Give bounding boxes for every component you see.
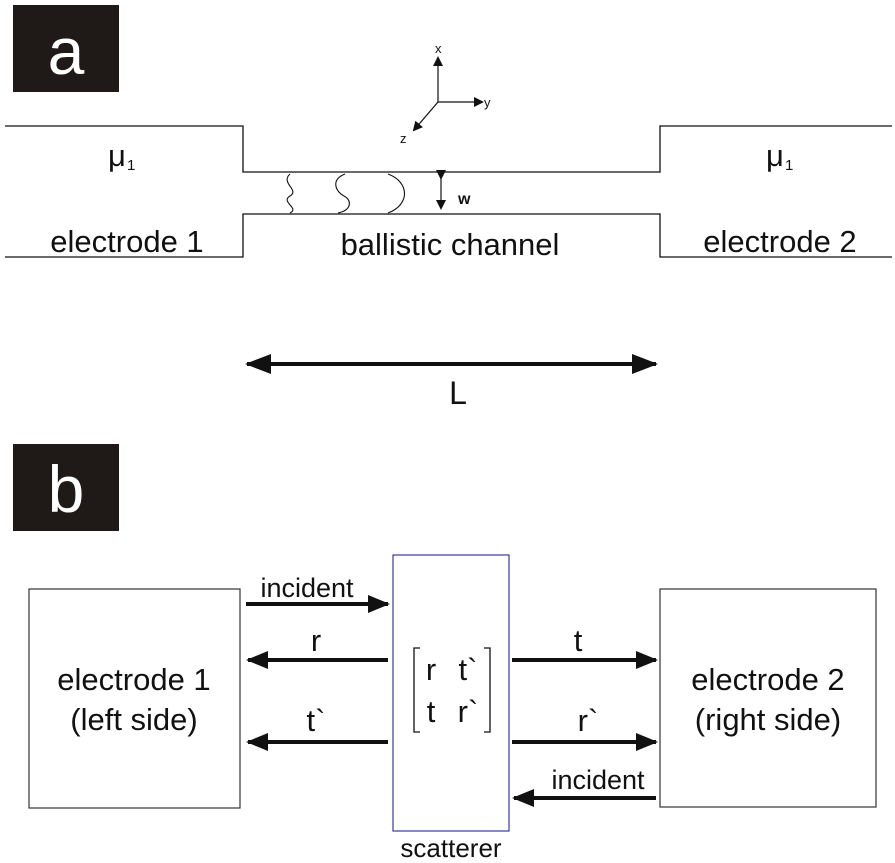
mu-left-subscript: 1 — [127, 157, 135, 174]
right-electrode-sublabel: (right side) — [695, 702, 841, 737]
length-label: L — [449, 375, 467, 411]
scatterer-box — [392, 554, 510, 832]
panel-b-letter: b — [48, 452, 85, 526]
left-electrode-label: electrode 1 — [57, 662, 210, 697]
matrix-right-bracket — [484, 647, 491, 733]
panel-a-letter: a — [48, 14, 85, 88]
wave-mode-1 — [286, 173, 294, 214]
device-top-outline — [5, 125, 892, 173]
z-axis-arrow — [412, 101, 439, 132]
transmitted-t-prime-label: t` — [307, 703, 326, 738]
y-axis-label: y — [484, 95, 491, 110]
transmitted-t-label: t — [574, 623, 583, 658]
device-bottom-outline — [5, 213, 892, 258]
reflected-r-label: r — [311, 623, 321, 658]
mu-left-symbol: μ — [108, 138, 126, 173]
incident-right-label: incident — [551, 765, 645, 795]
wave-mode-3 — [387, 173, 405, 214]
electrode-1-label: electrode 1 — [50, 224, 203, 259]
matrix-r11: r — [426, 652, 436, 687]
left-electrode-sublabel: (left side) — [70, 702, 197, 737]
width-label: w — [457, 191, 471, 208]
ballistic-channel-label: ballistic channel — [341, 227, 560, 262]
reflected-r-prime-label: r` — [578, 703, 599, 738]
panel-b-label-box — [13, 444, 119, 531]
matrix-r22: r` — [458, 694, 479, 729]
coordinate-axes: x y z — [400, 41, 491, 146]
left-electrode-box — [28, 588, 241, 809]
wave-mode-2 — [335, 173, 350, 214]
mu-right-symbol: μ — [766, 138, 784, 173]
x-axis-label: x — [435, 41, 442, 56]
z-axis-label: z — [400, 131, 407, 146]
panel-b: b electrode 1 (left side) electrode 2 (r… — [13, 444, 877, 863]
right-electrode-box — [659, 588, 877, 808]
scatterer-label: scatterer — [400, 833, 501, 863]
matrix-r21: t — [427, 694, 436, 729]
right-electrode-label: electrode 2 — [691, 662, 844, 697]
matrix-r12: t` — [459, 652, 478, 687]
panel-a: a x y z w μ 1 μ 1 electrode 1 ballistic … — [5, 5, 892, 411]
mu-right-subscript: 1 — [785, 157, 793, 174]
matrix-left-bracket — [413, 647, 420, 733]
panel-a-label-box — [13, 5, 119, 92]
incident-left-label: incident — [260, 573, 354, 603]
electrode-2-label: electrode 2 — [703, 224, 856, 259]
